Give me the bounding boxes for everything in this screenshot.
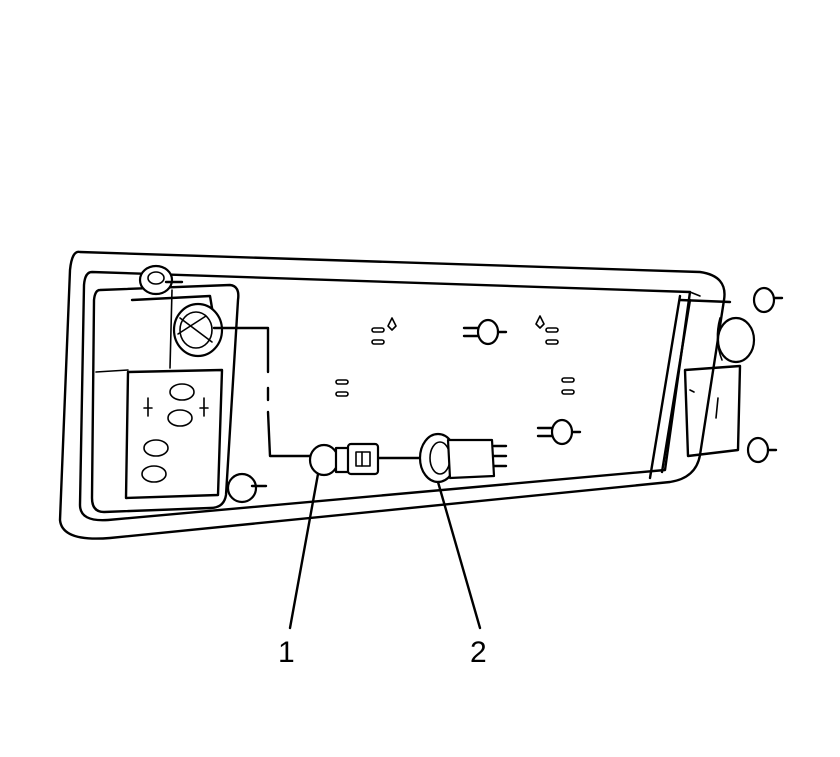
- upper-left-bulb-socket: [172, 302, 224, 358]
- left-lens-chamber: [90, 283, 240, 514]
- mounting-stud-top-left: [138, 264, 184, 296]
- vent-slots: [335, 315, 575, 397]
- mounting-stud-right-top: [752, 286, 784, 314]
- leader-line-2: [436, 480, 482, 630]
- leader-line-1: [288, 472, 320, 630]
- callout-2: 2: [470, 636, 487, 669]
- center-stud-lower: [536, 418, 582, 446]
- socket-2: [418, 432, 508, 484]
- lamp-housing: [58, 250, 726, 540]
- center-stud-upper: [462, 318, 508, 346]
- wire-harness: [212, 326, 422, 460]
- bulb-1: [308, 442, 380, 477]
- callout-1: 1: [278, 636, 295, 669]
- adjuster-knob: [716, 316, 756, 364]
- right-mounting-bracket: [648, 294, 756, 480]
- mounting-stud-right-bottom: [746, 436, 778, 464]
- mounting-stud-bottom-left: [226, 472, 268, 504]
